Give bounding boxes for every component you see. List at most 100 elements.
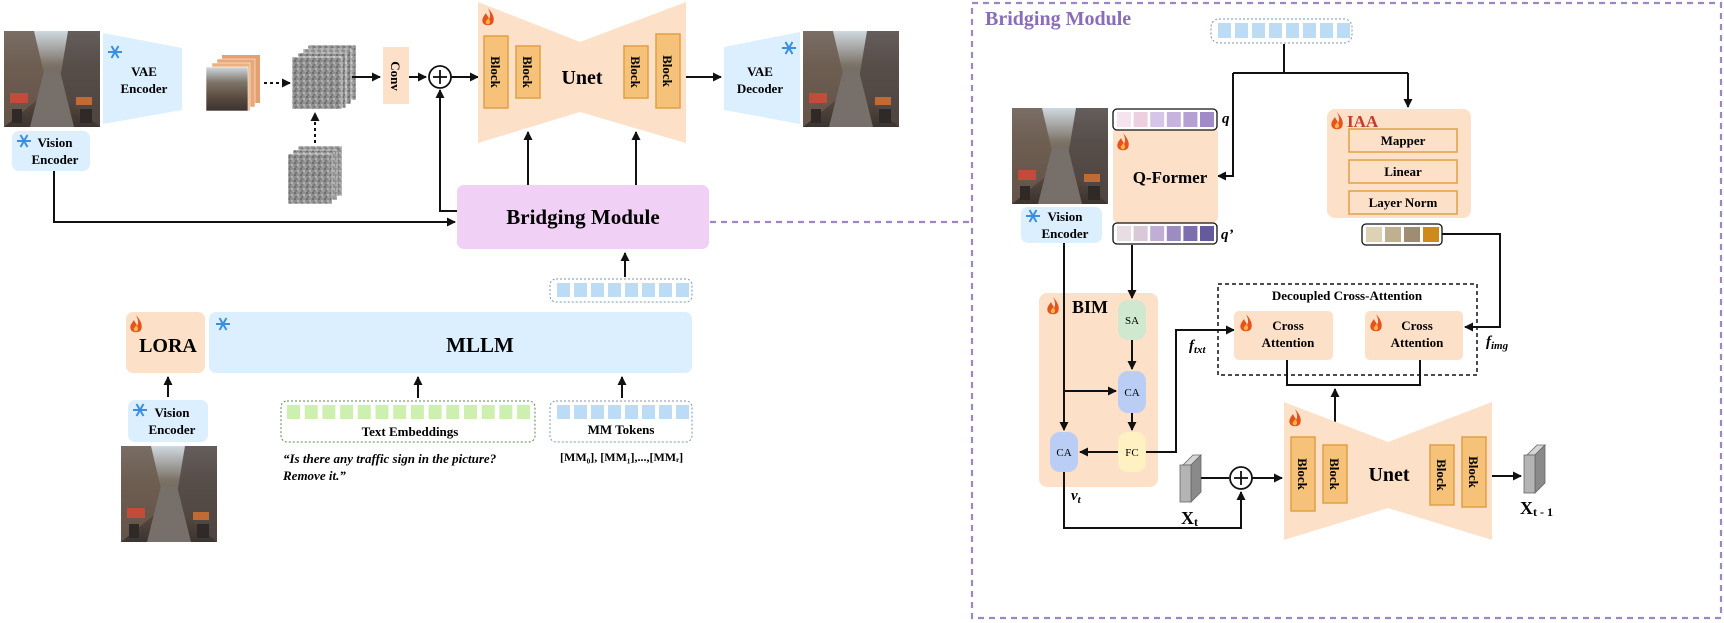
conv-block: Conv (383, 47, 409, 104)
block-label: Block (1434, 459, 1449, 492)
xt1-label: Xt - 1 (1520, 498, 1553, 519)
layer-norm-box (1348, 190, 1458, 215)
token (1150, 226, 1165, 241)
block-label: Block (488, 56, 503, 89)
token (1404, 227, 1420, 242)
sa-box (1118, 300, 1146, 340)
token (1183, 226, 1198, 241)
token (375, 405, 389, 419)
arrow-txt-feature (1146, 325, 1235, 453)
token (499, 405, 513, 419)
input-image-top (4, 31, 100, 127)
f-img-label: fimg (1486, 334, 1509, 352)
unet-bottom-block-2 (1322, 444, 1348, 504)
fc-box (1118, 432, 1146, 472)
xt-cube (1179, 454, 1202, 503)
token (591, 283, 604, 297)
token (1269, 23, 1282, 38)
attention-merge (1286, 360, 1421, 386)
query-token-row-top (1210, 18, 1353, 44)
vision-image-right (1012, 108, 1108, 204)
token (608, 405, 621, 419)
block-label: Block (1466, 456, 1481, 489)
unet-bottom-block-3 (1429, 444, 1455, 506)
arrow-vision-to-bridge (53, 171, 456, 227)
output-image-top (803, 31, 899, 127)
unet-top-block-2 (515, 45, 541, 99)
image-feature-tokens (1361, 223, 1443, 246)
lora-block: LORA (126, 312, 205, 373)
token (340, 405, 354, 419)
cross-attention-image (1365, 311, 1463, 360)
token (608, 283, 621, 297)
token (1133, 112, 1148, 127)
arrow-bridge-to-plus (435, 89, 458, 212)
mapper-box (1348, 128, 1458, 153)
bridging-module-label: Bridging Module (506, 205, 659, 229)
q-prime-label: q’ (1221, 227, 1234, 243)
block-label: Block (1295, 458, 1310, 491)
noise-stack (287, 145, 343, 205)
unet-top-block-3 (623, 45, 649, 99)
token (1117, 226, 1131, 241)
prompt-line-2: Remove it.” (282, 468, 346, 483)
xt1-cube (1523, 444, 1546, 494)
sa-label: SA (1125, 315, 1139, 327)
unet-bottom: Block Block Block Block Unet (1284, 402, 1492, 540)
token (1320, 23, 1333, 38)
latent-stack (205, 55, 260, 112)
token (1150, 112, 1165, 127)
token (1166, 226, 1181, 241)
token (1218, 23, 1231, 38)
input-image-bottom (121, 446, 217, 542)
token (357, 405, 371, 419)
plus-circle-icon (428, 65, 452, 89)
f-txt-label: ftxt (1189, 338, 1207, 356)
token (464, 405, 477, 419)
lora-label: LORA (139, 335, 197, 357)
token (1286, 23, 1299, 38)
token (1200, 226, 1214, 241)
query-q-tokens (1112, 108, 1218, 131)
arrow-img-feature (1442, 233, 1501, 332)
bridging-module: Bridging Module (457, 185, 709, 249)
token (1337, 23, 1350, 38)
arrow-vt-to-plus (1063, 472, 1246, 529)
token (557, 405, 570, 419)
token (642, 405, 655, 419)
block-label: Block (628, 56, 643, 89)
query-q-prime-tokens (1112, 222, 1218, 245)
token (1183, 112, 1198, 127)
unet-top-block-1 (483, 35, 509, 109)
block-label: Block (1327, 458, 1342, 491)
text-embeddings: Text Embeddings (280, 400, 536, 443)
q-former: Q-Former (1113, 127, 1218, 223)
vt-label: vt (1071, 488, 1082, 506)
mapper-label: Mapper (1381, 133, 1426, 148)
unet-top: Block Block Block Block Unet (478, 2, 686, 143)
token (1423, 227, 1439, 242)
token (1303, 23, 1316, 38)
token (1166, 112, 1181, 127)
token (1133, 226, 1148, 241)
token (1117, 112, 1131, 127)
q-former-label: Q-Former (1133, 168, 1208, 187)
token (322, 405, 336, 419)
cross-attention-text (1234, 311, 1333, 360)
token (287, 405, 300, 419)
token (659, 283, 672, 297)
token (574, 283, 587, 297)
decoupled-label: Decoupled Cross-Attention (1272, 288, 1423, 303)
noisy-latent-stack (291, 44, 357, 110)
token (428, 405, 442, 419)
